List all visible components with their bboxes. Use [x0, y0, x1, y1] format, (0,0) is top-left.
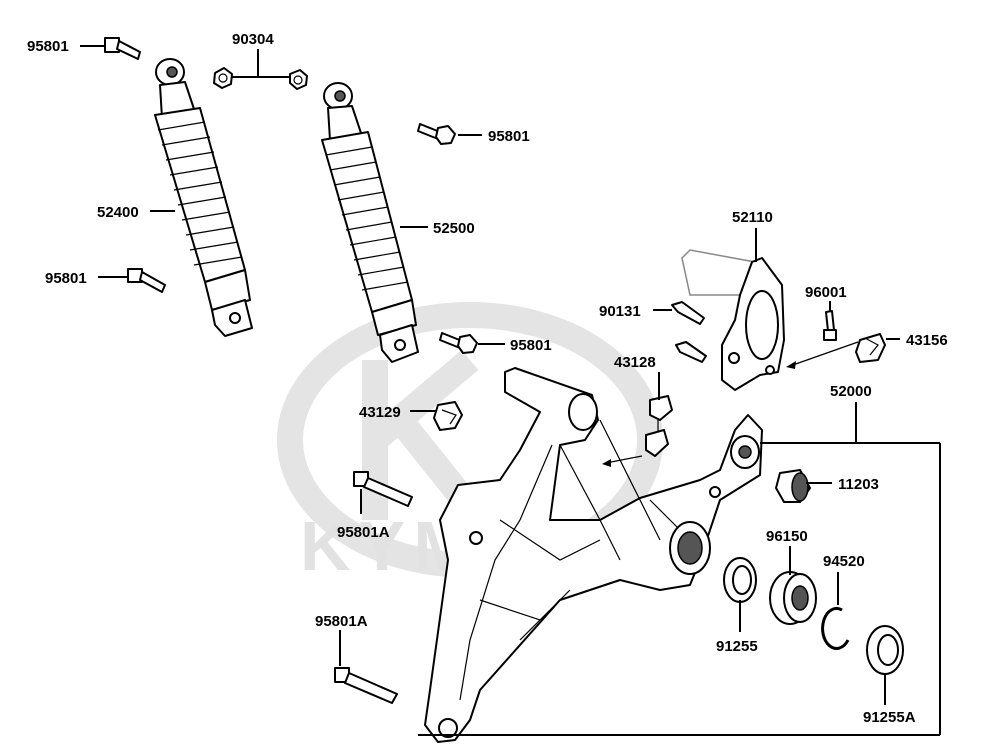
label-52400: 52400: [97, 204, 139, 221]
bolt-95801-top: [104, 37, 141, 60]
clamp-43156: [855, 333, 886, 363]
label-52500: 52500: [433, 220, 475, 237]
label-95801-middle: 95801: [510, 337, 552, 354]
leader-lines: [80, 45, 941, 736]
label-95801-left-lower: 95801: [45, 270, 87, 287]
label-43156: 43156: [906, 332, 948, 349]
label-91255A: 91255A: [863, 709, 916, 726]
bolt-95801A-lower: [334, 667, 398, 704]
label-11203: 11203: [838, 476, 879, 493]
oil-seal-91255: [723, 557, 757, 603]
label-95801-top: 95801: [27, 38, 69, 55]
bolt-96001: [823, 310, 837, 341]
label-95801-upper-right: 95801: [488, 128, 530, 145]
clamp-43128: [645, 395, 673, 457]
label-43129: 43129: [359, 404, 401, 421]
bolts-90131: [671, 301, 707, 363]
label-96150: 96150: [766, 528, 808, 545]
bolt-95801-middle: [439, 332, 478, 354]
nut-90304-right: [289, 69, 308, 90]
shock-absorber-52500: [321, 82, 419, 363]
swing-arm-52000: [424, 367, 763, 743]
label-95801A-lower: 95801A: [315, 613, 368, 630]
bracket-52110: [681, 249, 785, 391]
bolt-95801-upper-right: [417, 123, 456, 145]
nut-90304-left: [213, 67, 233, 89]
label-94520: 94520: [823, 553, 865, 570]
oil-seal-91255A: [866, 625, 904, 675]
bearing-96150: [769, 571, 817, 625]
bolt-95801A-upper: [353, 471, 413, 507]
bolt-95801-left-lower: [127, 268, 166, 293]
label-52110: 52110: [732, 209, 773, 226]
clamp-43129: [433, 401, 463, 431]
label-43128: 43128: [614, 354, 656, 371]
label-96001: 96001: [805, 284, 847, 301]
shock-absorber-52400: [154, 58, 253, 337]
label-95801A-upper: 95801A: [337, 524, 390, 541]
label-91255: 91255: [716, 638, 758, 655]
circlip-94520: [821, 606, 850, 650]
label-90304: 90304: [232, 31, 274, 48]
label-52000: 52000: [830, 383, 872, 400]
label-90131: 90131: [599, 303, 641, 320]
bushing-11203: [775, 469, 811, 503]
